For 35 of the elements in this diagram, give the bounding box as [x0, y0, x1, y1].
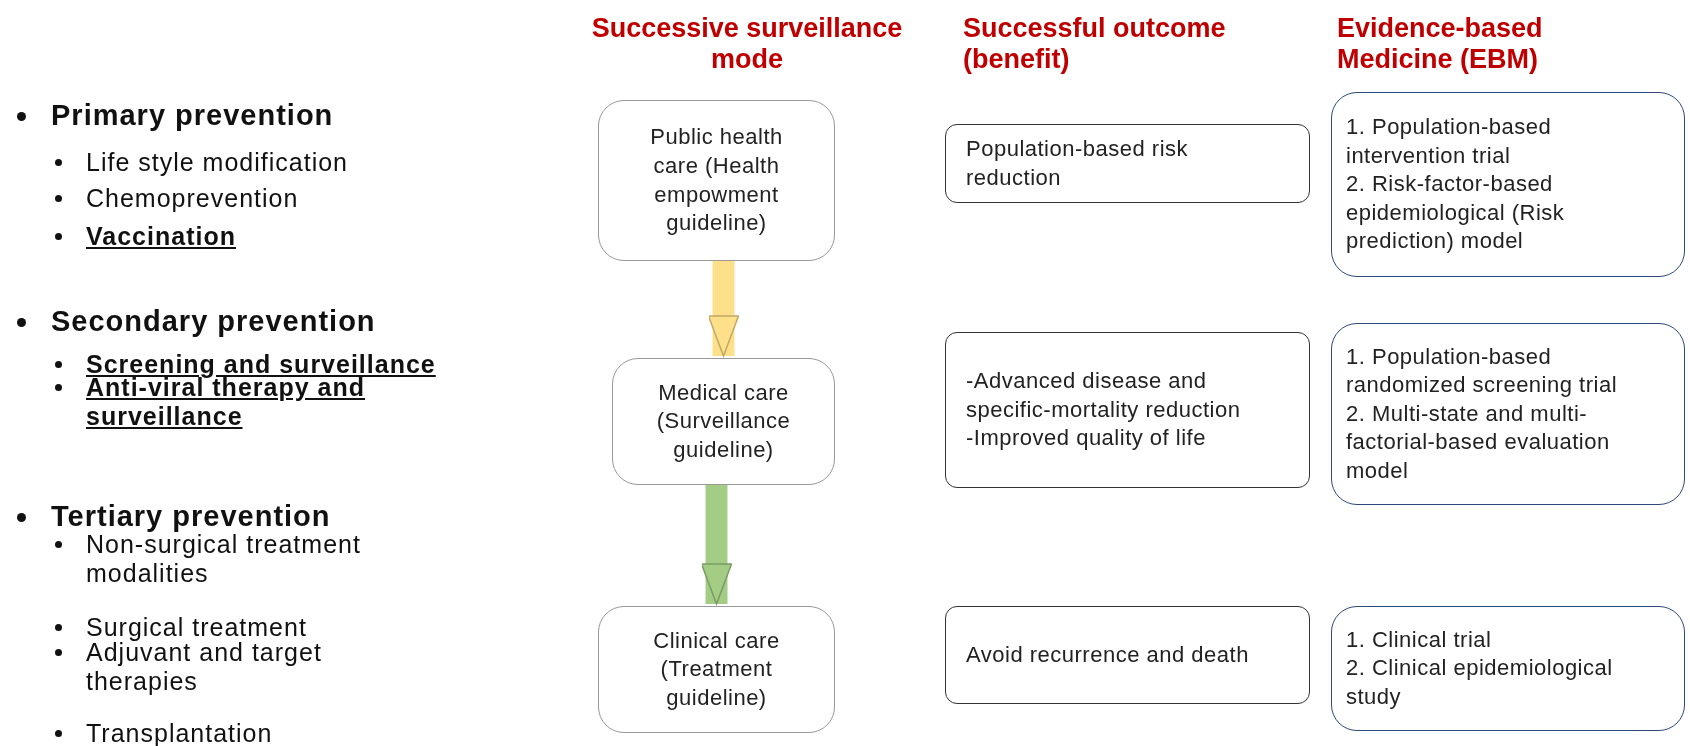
care-mode-box [612, 358, 835, 485]
category-heading: Primary prevention [51, 98, 334, 132]
list-item: Chemoprevention [86, 183, 299, 213]
node-text: Public health care (Health empowment guideline) [649, 123, 784, 238]
node-text: 2. Multi-state and multi-factorial-based evaluation model [1346, 399, 1611, 485]
node-text: Medical care (Surveillance guideline) [655, 378, 792, 464]
outcome-box [945, 124, 1310, 203]
node-text: Clinical care (Treatment guideline) [652, 626, 781, 712]
column-heading: Evidence-based Medicine (EBM) [1337, 13, 1544, 76]
evidence-box [1331, 92, 1685, 277]
care-mode-box [598, 606, 835, 733]
node-text: Population-based risk reduction [966, 134, 1190, 192]
evidence-box [1331, 323, 1685, 505]
list-item: Vaccination [86, 221, 236, 251]
node-text: 2. Risk-factor-based epidemiological (Risk prediction) model [1346, 170, 1566, 256]
outcome-box [945, 606, 1310, 704]
list-item: Surgical treatment [86, 612, 307, 642]
node-text: 2. Clinical epidemiological study [1346, 654, 1614, 711]
list-item: Transplantation [86, 718, 273, 746]
node-text: Avoid recurrence and death [966, 640, 1250, 669]
category-heading: Secondary prevention [51, 304, 376, 338]
node-text: 1. Population-based randomized screening trial [1346, 342, 1619, 400]
block-arrow [707, 261, 740, 357]
column-heading: Successive surveillance mode [590, 13, 904, 76]
outcome-box [945, 332, 1310, 488]
node-text: 1. Clinical trial [1346, 625, 1493, 654]
node-text: -Improved quality of life [966, 424, 1207, 453]
node-text: 1. Population-based intervention trial [1346, 113, 1553, 170]
list-item: Life style modification [86, 147, 348, 177]
evidence-box [1331, 606, 1685, 731]
care-mode-box [598, 100, 835, 261]
column-heading: Successful outcome (benefit) [963, 13, 1227, 76]
category-heading: Tertiary prevention [51, 499, 331, 533]
node-text: -Advanced disease and specific-mortality reduction [966, 367, 1242, 424]
block-arrow [700, 485, 733, 605]
